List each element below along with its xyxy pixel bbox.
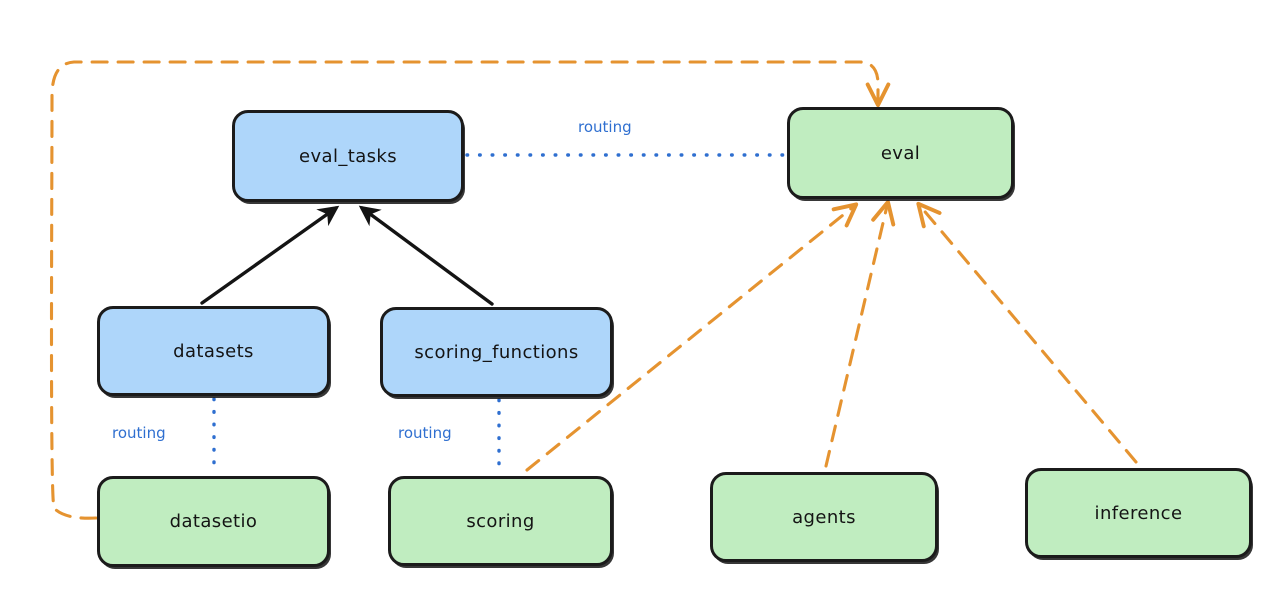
node-label: datasetio (169, 511, 258, 532)
edge-scoring-functions-to-eval-tasks (358, 205, 494, 306)
node-label: agents (792, 506, 856, 528)
edge-datasets-to-eval-tasks (200, 205, 340, 305)
edge-label-routing-datasets: routing (112, 424, 166, 442)
node-datasetio[interactable]: datasetio (97, 476, 330, 567)
node-label: scoring_functions (414, 341, 579, 363)
node-eval-tasks[interactable]: eval_tasks (232, 110, 464, 202)
edge-inference-to-eval (916, 201, 1138, 464)
node-label: datasets (173, 340, 254, 362)
node-inference[interactable]: inference (1025, 468, 1252, 558)
edge-datasetio-to-eval (49, 60, 891, 520)
node-scoring[interactable]: scoring (388, 476, 613, 566)
edge-agents-to-eval (824, 200, 896, 468)
edge-label-routing-scoring: routing (398, 424, 452, 442)
node-agents[interactable]: agents (710, 472, 938, 562)
node-label: eval (880, 142, 921, 164)
node-label: scoring (466, 510, 535, 532)
node-datasets[interactable]: datasets (97, 306, 330, 396)
node-scoring-functions[interactable]: scoring_functions (380, 307, 613, 397)
edge-label-routing-eval: routing (578, 118, 632, 136)
node-eval[interactable]: eval (787, 107, 1014, 199)
node-label: eval_tasks (298, 145, 398, 167)
node-label: inference (1094, 502, 1183, 524)
